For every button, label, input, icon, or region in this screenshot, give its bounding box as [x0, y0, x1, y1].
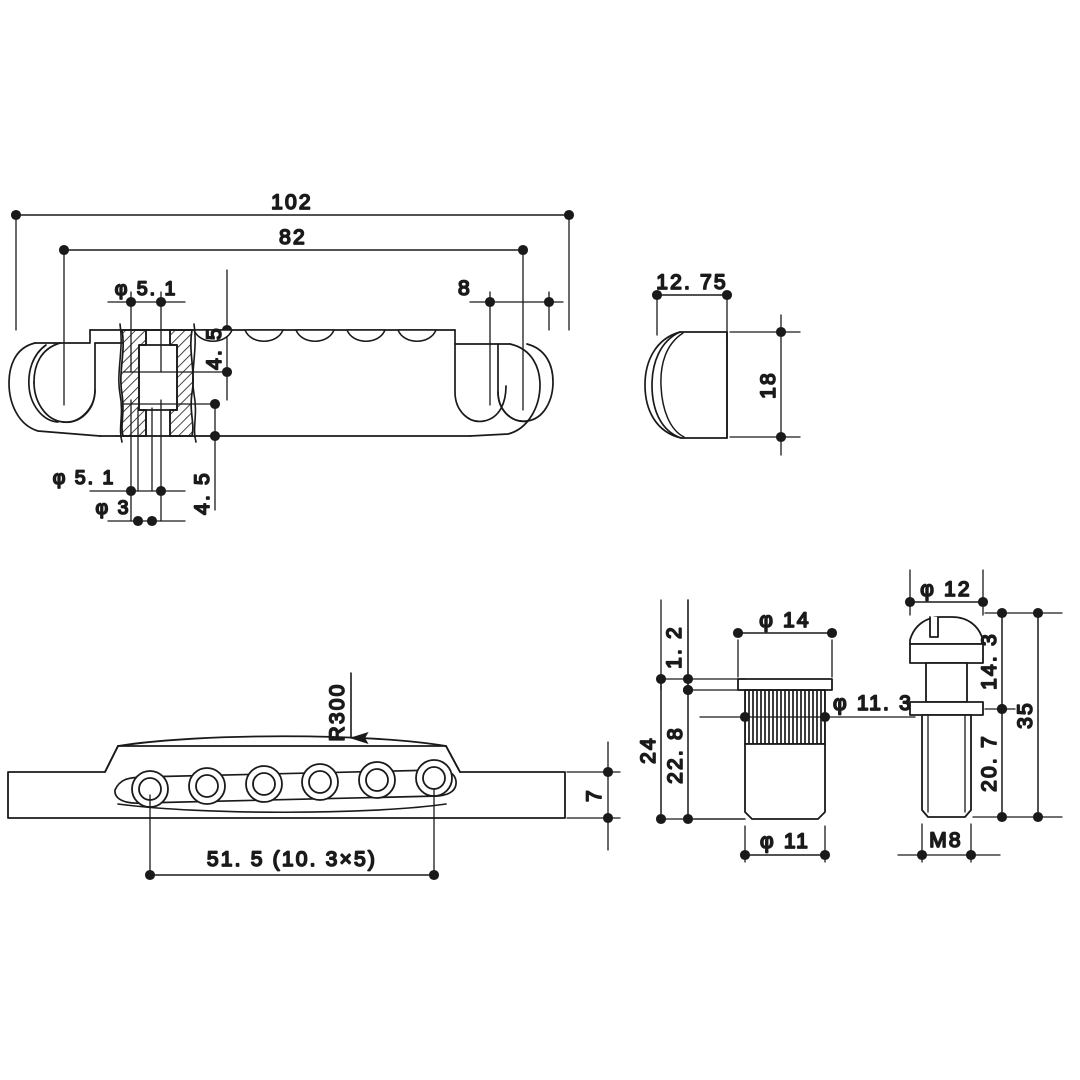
dim-text-edge-offset: 8	[458, 277, 472, 300]
dim-text-plan-thickness: 7	[583, 788, 606, 802]
dim-hole-small-dia	[132, 515, 158, 527]
section-cut-hatched	[118, 323, 197, 443]
dim-stud-thread	[916, 849, 977, 861]
dim-bushing-body-dia	[739, 849, 831, 861]
string-hole	[245, 765, 283, 803]
dim-string-spacing	[144, 789, 440, 881]
tailpiece-body-outline	[8, 329, 554, 437]
dim-text-hole-small-dia: φ 3	[96, 497, 131, 519]
dim-text-bushing-overall-length: 24	[637, 736, 660, 764]
string-slot-band	[114, 769, 457, 804]
bushing-detail-view: 1. 2 24 22. 8 φ 14 φ 11. 3 φ 11	[636, 599, 916, 863]
dim-hole-upper-dia	[125, 296, 167, 308]
dim-text-stud-upper-length: 14. 3	[978, 632, 1001, 690]
dim-text-overall-length: 102	[271, 191, 313, 214]
dim-text-string-spacing: 51. 5 (10. 3×5)	[207, 848, 377, 871]
dim-stud-lower-length	[996, 703, 1008, 823]
string-hole-group	[131, 759, 453, 808]
dim-text-bushing-knurl-dia: φ 11. 3	[833, 692, 913, 715]
bushing-geometry	[737, 678, 833, 820]
dim-text-offset-upper: 4. 5	[203, 326, 226, 370]
dim-overall-length-102	[10, 209, 575, 221]
dim-bushing-knurl-dia	[739, 711, 831, 723]
dim-text-hole-upper-dia: φ 5. 1	[115, 278, 178, 300]
dim-text-side-width: 12. 75	[656, 271, 728, 294]
dim-bushing-flange-dia	[732, 627, 838, 639]
dim-text-radius: R300	[326, 682, 349, 741]
dim-text-bushing-body-dia: φ 11	[760, 830, 810, 853]
dim-plan-thickness	[566, 741, 621, 851]
dim-text-stud-spacing: 82	[279, 226, 307, 249]
dim-edge-offset-8	[484, 296, 555, 308]
dim-text-stud-head-dia: φ 12	[920, 578, 972, 601]
front-elevation-view: 102 82 8 φ 5. 1 φ 5. 1 φ 3 4. 5 4. 5	[8, 190, 575, 527]
dim-side-height	[775, 326, 787, 443]
string-hole	[131, 770, 169, 808]
dim-text-bushing-body-length: 22. 8	[664, 726, 687, 784]
side-profile-body	[644, 331, 728, 439]
dim-text-stud-overall-length: 35	[1014, 701, 1037, 729]
string-hole	[188, 767, 226, 805]
dim-text-hole-lower-dia: φ 5. 1	[53, 467, 116, 489]
side-witness-lines	[656, 294, 801, 456]
string-hole	[301, 763, 339, 801]
string-hole	[415, 759, 453, 797]
dim-text-stud-thread: M8	[929, 829, 963, 852]
dim-text-bushing-flange-thickness: 1. 2	[663, 625, 686, 669]
dim-bushing-body-length	[682, 684, 694, 825]
plan-body-outline	[7, 735, 566, 819]
dim-text-bushing-flange-dia: φ 14	[759, 609, 811, 632]
dim-stud-spacing-82	[58, 244, 529, 256]
string-hole	[358, 761, 396, 799]
dim-text-offset-lower: 4. 5	[191, 471, 214, 515]
dim-side-width	[651, 289, 733, 301]
dim-stud-overall-length	[1032, 607, 1044, 823]
dim-bushing-overall-length	[655, 673, 667, 825]
dim-hole-lower-dia	[125, 485, 167, 497]
dim-text-side-height: 18	[757, 371, 780, 399]
dim-stud-head-dia	[904, 596, 989, 608]
stud-screw-detail-view: φ 12 14. 3 20. 7 35 M8	[897, 569, 1063, 863]
side-elevation-view: 12. 75 18	[644, 270, 801, 456]
plan-view: R300	[7, 672, 621, 881]
stud-geometry	[909, 616, 984, 818]
dim-text-stud-lower-length: 20. 7	[978, 734, 1001, 792]
string-notch-group	[193, 329, 437, 343]
